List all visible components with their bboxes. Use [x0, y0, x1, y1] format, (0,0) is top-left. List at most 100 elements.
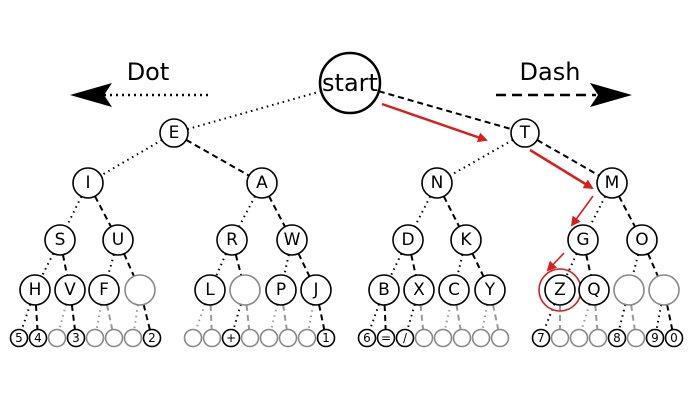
node-l5-16-circle [316, 328, 336, 348]
edge-h-to-l5_1-dot [20, 303, 32, 331]
node-l5-19-circle [395, 328, 415, 348]
edge-l-to-l5_9-dot [194, 303, 206, 331]
edge-i-to-u-dash [94, 195, 112, 228]
edge-x-to-l5_20-dash [419, 304, 425, 330]
node-l5-15-circle [297, 328, 317, 348]
node-l5-15 [297, 328, 317, 348]
edge-t-to-n-dot [449, 139, 514, 177]
node-l-circle [194, 274, 226, 306]
node-t: T [510, 118, 540, 148]
node-l5-31: 9 [645, 328, 665, 348]
node-w-circle [276, 224, 308, 256]
node-o-empty-circle [613, 274, 645, 306]
node-l5-16-label: 1 [322, 331, 330, 345]
node-l5-11-circle [221, 328, 241, 348]
node-l5-8: 2 [142, 328, 162, 348]
node-l5-2-label: 4 [34, 331, 42, 345]
node-z-circle [544, 274, 576, 306]
node-e-circle [159, 118, 189, 148]
node-l5-25: 7 [531, 328, 551, 348]
edge-j-to-l5_16-dash [318, 304, 326, 330]
dash-legend: Dash [496, 58, 632, 107]
dot-label: Dot [127, 58, 170, 86]
node-j-label: J [312, 280, 318, 300]
node-u-circle [102, 224, 134, 256]
node-a-empty-circle [229, 274, 261, 306]
node-n: N [421, 167, 453, 199]
highlight-arrow-m-to-g [570, 195, 594, 227]
node-m: M [596, 167, 628, 199]
edge-g-to-q-dash [585, 254, 592, 276]
edge-f-to-l5_6-dash [106, 304, 114, 330]
node-u: U [102, 224, 134, 256]
edge-m-to-o-dash [618, 195, 636, 228]
node-l5-32: 0 [664, 328, 684, 348]
node-l5-5-circle [85, 328, 105, 348]
node-l5-3-circle [47, 328, 67, 348]
edge-b-to-l5_17-dot [368, 303, 380, 331]
node-l5-31-circle [645, 328, 665, 348]
edge-s-to-h-dot [40, 252, 55, 278]
node-l5-3 [47, 328, 67, 348]
node-j: J [300, 274, 332, 306]
node-l5-27 [569, 328, 589, 348]
edge-w-to-p-dot [283, 254, 290, 276]
dot-arrow-head [70, 83, 112, 107]
node-l5-1-circle [9, 328, 29, 348]
node-h-label: H [29, 280, 42, 300]
node-l5-21 [433, 328, 453, 348]
edge-a-to-r-dot [238, 195, 256, 228]
edge-c-to-l5_21-dot [443, 304, 452, 330]
node-c: C [438, 274, 470, 306]
edge-o_-to-l5_29-dot [618, 304, 627, 330]
node-f-label: F [99, 280, 109, 300]
node-s-circle [44, 224, 76, 256]
edge-y-to-l5_23-dot [481, 304, 489, 330]
node-l5-26 [550, 328, 570, 348]
edge-w-to-j-dash [297, 253, 311, 277]
node-l5-25-label: 7 [537, 331, 545, 345]
node-a-circle [246, 167, 278, 199]
node-g: G [567, 224, 599, 256]
node-o: O [626, 224, 658, 256]
node-g-circle [567, 224, 599, 256]
node-z-label: Z [554, 280, 566, 300]
edge-q-to-l5_28-dash [594, 304, 599, 330]
node-v-label: V [64, 280, 76, 300]
edge-o_-to-l5_30-dash [630, 304, 636, 330]
edge-u_-to-l5_7-dot [133, 304, 139, 330]
node-y: Y [474, 274, 506, 306]
tree-edges [20, 90, 674, 331]
node-l5-8-label: 2 [148, 331, 156, 345]
node-l5-30 [626, 328, 646, 348]
node-w-label: W [284, 230, 301, 250]
node-e: E [159, 118, 189, 148]
node-s-label: S [55, 230, 66, 250]
edge-m_-to-l5_31-dot [655, 304, 663, 330]
edge-k-to-c-dot [456, 254, 464, 276]
node-l5-26-circle [550, 328, 570, 348]
edge-a_-to-l5_11-dot [232, 304, 242, 331]
node-l5-2: 4 [28, 328, 48, 348]
node-t-label: T [519, 123, 531, 143]
edge-q-to-l5_27-dot [580, 304, 591, 331]
node-l: L [194, 274, 226, 306]
start-circle [318, 51, 382, 115]
node-f: F [88, 274, 120, 306]
node-h-circle [19, 274, 51, 306]
node-e-label: E [169, 123, 180, 143]
node-l5-29-circle [607, 328, 627, 348]
edge-v-to-l5_4-dash [70, 304, 76, 330]
node-b-circle [368, 274, 400, 306]
start-label: start [322, 69, 378, 97]
node-l5-12-circle [240, 328, 260, 348]
node-l5-17-label: 6 [363, 331, 371, 345]
node-l5-19-label: / [403, 331, 408, 345]
edge-o-to-o_-dot [631, 254, 640, 276]
node-l5-32-circle [664, 328, 684, 348]
node-l5-6-circle [104, 328, 124, 348]
edge-l-to-l5_10-dash [209, 304, 213, 330]
node-q-label: Q [587, 280, 600, 300]
